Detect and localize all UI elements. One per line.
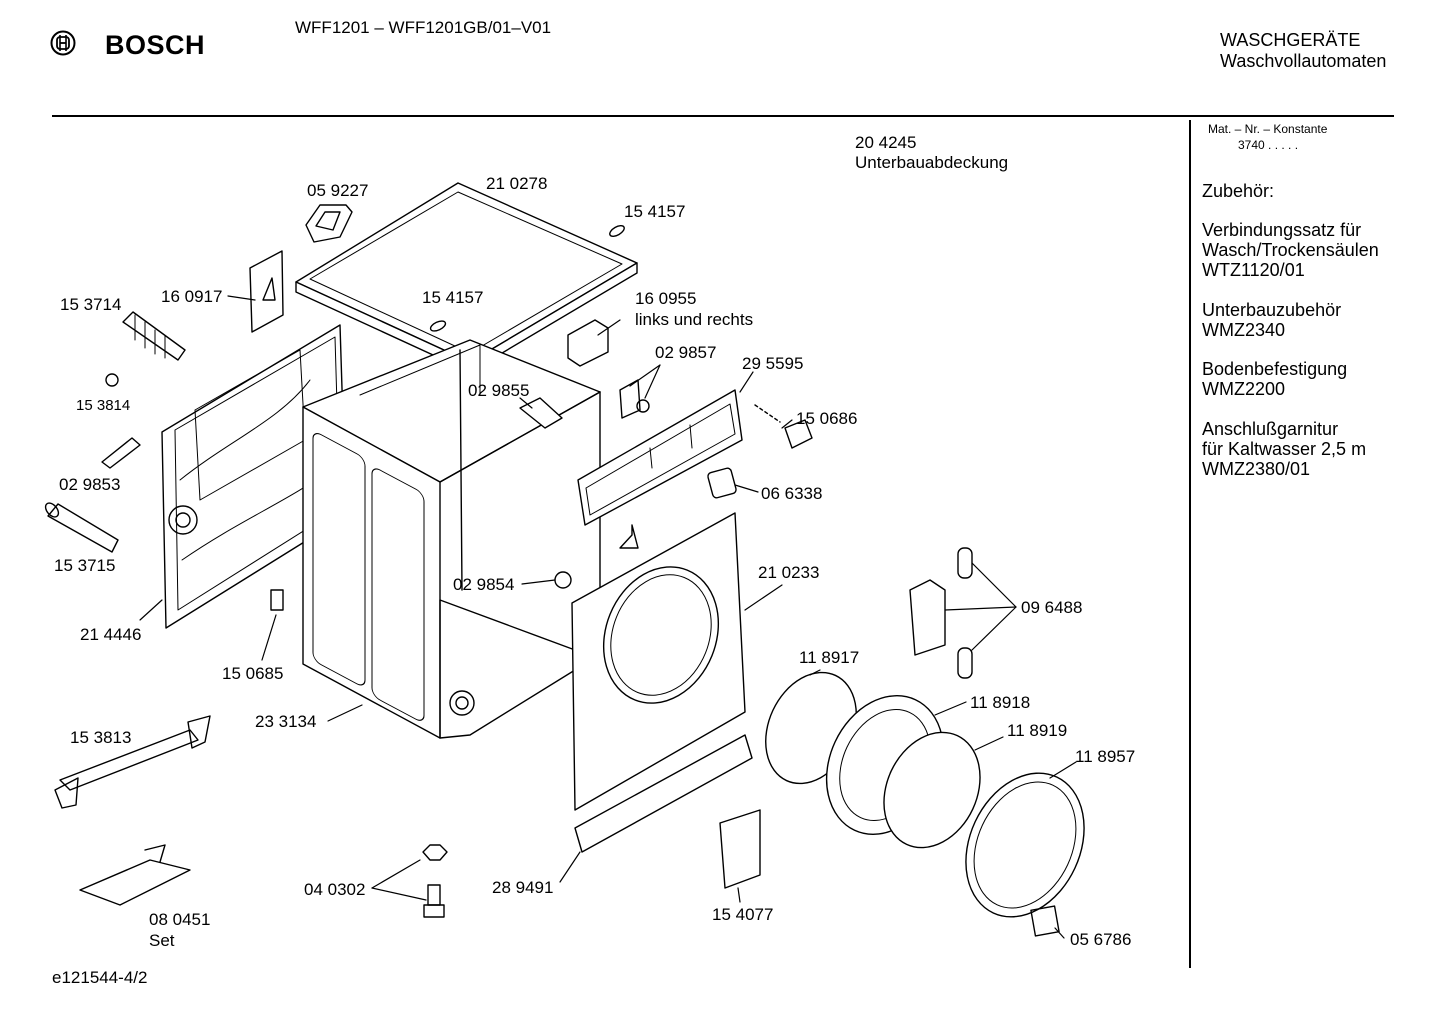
part-label: 15 0686 [796,409,858,428]
hook-part [619,524,639,549]
hinge-bracket [249,250,284,333]
part-label: 02 9854 [453,575,515,594]
accessory-code: WMZ2200 [1202,379,1286,399]
accessory-item: Anschlußgarnitur für Kaltwasser 2,5 m WM… [1202,419,1432,479]
part-label: 02 9853 [59,475,121,494]
kick-plate [574,734,753,853]
screw-part [619,379,650,419]
nut-bolt [422,844,448,918]
part-label: 15 3813 [70,728,132,747]
accessory-item: Verbindungssatz für Wasch/Trockensäulen … [1202,220,1432,280]
part-label: 21 4446 [80,625,142,644]
clamp-piece [101,437,141,469]
part-description: Set [149,931,175,950]
part-label: 11 8918 [970,693,1031,712]
door-outer-ring [965,772,1085,918]
part-description: Unterbauabdeckung [855,153,1009,172]
accessory-line: Bodenbefestigung [1202,359,1348,379]
front-rail-bracket [577,389,743,526]
header-divider [52,115,1394,117]
door-hinge [909,547,973,679]
accessory-item: Unterbauzubehör WMZ2340 [1202,300,1432,340]
accessory-line: Unterbauzubehör [1202,300,1342,320]
hinge-cover [1030,905,1060,937]
clip-icon [609,225,625,237]
part-label: 05 9227 [307,181,369,200]
part-label: 23 3134 [255,712,317,731]
part-label: 06 6338 [761,484,823,503]
accessory-line: Anschlußgarnitur [1202,419,1339,439]
part-description: links und rechts [635,310,754,329]
part-label: 28 9491 [492,878,554,897]
part-label: 29 5595 [742,354,804,373]
part-label: 15 0685 [222,664,284,683]
door-lock [719,809,761,889]
accessory-code: WTZ1120/01 [1202,260,1305,280]
part-label: 21 0278 [486,174,548,193]
part-label: 02 9857 [655,343,717,362]
part-label: 20 4245 [855,133,917,152]
brand-name: BOSCH [105,30,206,60]
part-label: 05 6786 [1070,930,1132,949]
transport-plate [79,844,191,906]
screw-icon [754,404,781,423]
part-label: 02 9855 [468,381,530,400]
category-subtitle: Waschvollautomaten [1220,51,1387,71]
spanner-wrench [54,715,211,809]
part-label: 09 6488 [1021,598,1083,617]
mat-number-label: Mat. – Nr. – Konstante [1208,122,1328,136]
water-pipe [44,502,119,553]
part-label: 15 4077 [712,905,774,924]
accessory-line: Verbindungssatz für [1202,220,1362,240]
bezel-part [707,467,737,499]
sidebar-divider [1189,120,1191,968]
accessory-code: WMZ2380/01 [1202,459,1311,479]
part-label: 08 0451 [149,910,211,929]
mounting-clip [784,419,813,449]
foot-nut [554,571,572,589]
diagram-code: e121544-4/2 [52,968,148,987]
part-label: 15 3715 [54,556,116,575]
part-label: 11 8917 [799,648,860,667]
front-panel [571,512,746,811]
bosch-logo-icon [50,30,76,56]
latch-part [519,397,563,429]
part-label: 15 3814 [76,397,131,414]
category-title: WASCHGERÄTE [1220,30,1361,50]
accessory-line: für Kaltwasser 2,5 m [1202,439,1367,459]
part-label: 11 8919 [1007,721,1068,740]
part-label: 15 3714 [60,295,122,314]
accessories-title: Zubehör: [1202,181,1275,201]
leader-lines [139,295,1077,939]
switch-part [270,589,284,611]
part-label: 15 4157 [624,202,686,221]
inlet-valve [122,311,186,361]
part-label: 15 4157 [422,288,484,307]
accessory-code: WMZ2340 [1202,320,1286,340]
accessory-line: Wasch/Trockensäulen [1202,240,1379,260]
part-label: 11 8957 [1075,747,1136,766]
part-label: 04 0302 [304,880,366,899]
part-label: 21 0233 [758,563,820,582]
cabinet-frame [302,339,601,739]
lid-handle [305,204,353,243]
part-label: 16 0917 [161,287,223,306]
mat-number-value: 3740 . . . . . [1238,138,1299,152]
side-clip [567,319,609,367]
accessory-item: Bodenbefestigung WMZ2200 [1202,359,1432,399]
top-cover-lid [295,182,638,373]
door-glass [883,731,981,849]
seal-ring-icon [105,373,119,387]
part-label: 16 0955 [635,289,697,308]
model-number: WFF1201 – WFF1201GB/01–V01 [295,18,552,37]
